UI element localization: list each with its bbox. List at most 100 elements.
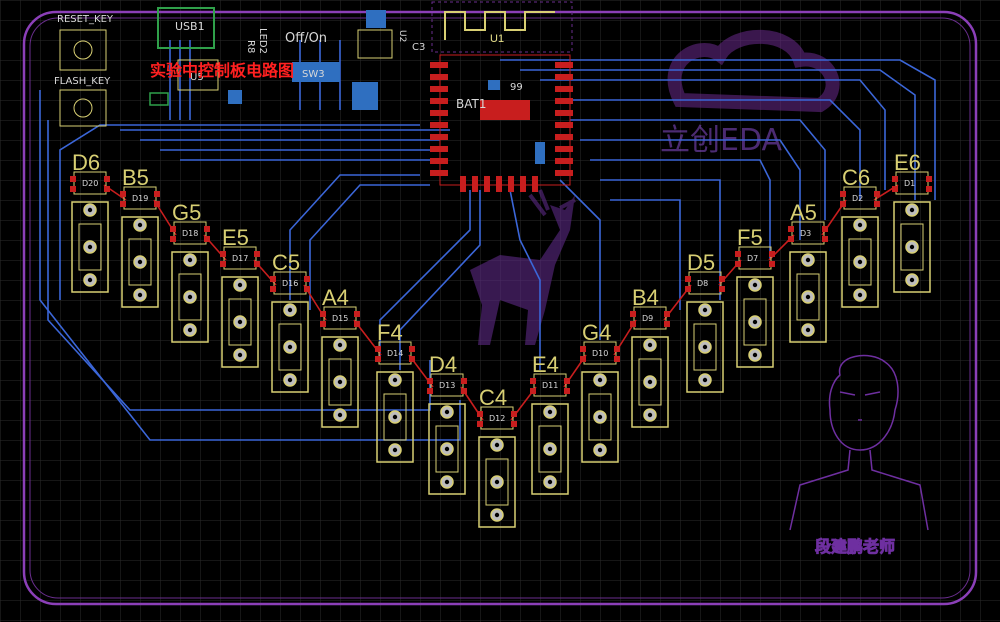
switch-outline (581, 371, 619, 463)
led-pad (511, 411, 517, 417)
note-label: C5 (272, 250, 300, 275)
switch-drill (752, 319, 758, 325)
switch-drill (137, 222, 143, 228)
led-pad (840, 191, 846, 197)
led-designator: D17 (232, 254, 248, 263)
switch-outline (841, 216, 879, 308)
led-pad (719, 286, 725, 292)
led-designator: D19 (132, 194, 148, 203)
switch-drill (494, 479, 500, 485)
switch-body (328, 358, 352, 406)
board-inner-outline (29, 17, 971, 599)
off-on-label: Off/On (285, 31, 327, 46)
led-pad (461, 378, 467, 384)
led-footprint (633, 306, 667, 330)
note-keys: D20D6D19B5D18G5D17E5D16C5D15A4D14F4D13D4… (70, 150, 932, 528)
led-footprint (688, 271, 722, 295)
led-pad (769, 251, 775, 257)
led-footprint (173, 221, 207, 245)
led-pad (427, 378, 433, 384)
led-pad (304, 276, 310, 282)
switch-drill (337, 412, 343, 418)
reset-key-label: RESET_KEY (57, 14, 114, 25)
led-footprint (480, 406, 514, 430)
led-pad (685, 286, 691, 292)
switch-body (588, 393, 612, 441)
deer-silhouette-art (470, 189, 576, 345)
led-pad (788, 226, 794, 232)
led-pad (354, 311, 360, 317)
led-pad (892, 176, 898, 182)
switch-drill (752, 352, 758, 358)
led-pad (735, 261, 741, 267)
switch-body (78, 223, 102, 271)
note-label: F4 (377, 320, 403, 345)
switch-drill (857, 259, 863, 265)
note-label: C4 (479, 385, 507, 410)
flash-button[interactable]: FLASH_KEY (54, 76, 111, 127)
led-designator: D10 (592, 349, 608, 358)
switch-outline (736, 276, 774, 368)
switch-drill (137, 259, 143, 265)
note-label: D5 (687, 250, 715, 275)
switch-outline (321, 336, 359, 428)
switch-outline (893, 201, 931, 293)
led-designator: D18 (182, 229, 198, 238)
switch-outline (121, 216, 159, 308)
led-pad (320, 321, 326, 327)
switch-outline (376, 371, 414, 463)
note-label: E5 (222, 225, 249, 250)
portrait-art: 段建鹏老师 (789, 354, 929, 557)
led-footprint (73, 171, 107, 195)
led-pad (926, 176, 932, 182)
led-label: LED2 (257, 28, 268, 54)
led-pad (735, 251, 741, 257)
led-pad (580, 346, 586, 352)
led-designator: D15 (332, 314, 348, 323)
led-designator: D20 (82, 179, 98, 188)
switch-drill (187, 327, 193, 333)
reset-button[interactable]: RESET_KEY (57, 14, 114, 71)
led-pad (70, 186, 76, 192)
led-pad (530, 378, 536, 384)
switch-drill (87, 207, 93, 213)
switch-body (485, 458, 509, 506)
led-pad (530, 388, 536, 394)
flash-key-label: FLASH_KEY (54, 76, 111, 87)
switch-drill (187, 294, 193, 300)
led-designator: D9 (642, 314, 653, 323)
led-designator: D16 (282, 279, 298, 288)
led-pad (719, 276, 725, 282)
switch-outline (171, 251, 209, 343)
u2-label: U2 (397, 30, 407, 42)
led-pad (204, 226, 210, 232)
switch-drill (702, 377, 708, 383)
switch-drill (547, 446, 553, 452)
switch-outline (221, 276, 259, 368)
switch-drill (805, 294, 811, 300)
switch-outline (531, 403, 569, 495)
led-pad (769, 261, 775, 267)
switch-drill (337, 342, 343, 348)
switch-outline (478, 436, 516, 528)
led-pad (614, 346, 620, 352)
led-pad (70, 176, 76, 182)
led-pad (511, 421, 517, 427)
switch-outline (71, 201, 109, 293)
switch-body (278, 323, 302, 371)
